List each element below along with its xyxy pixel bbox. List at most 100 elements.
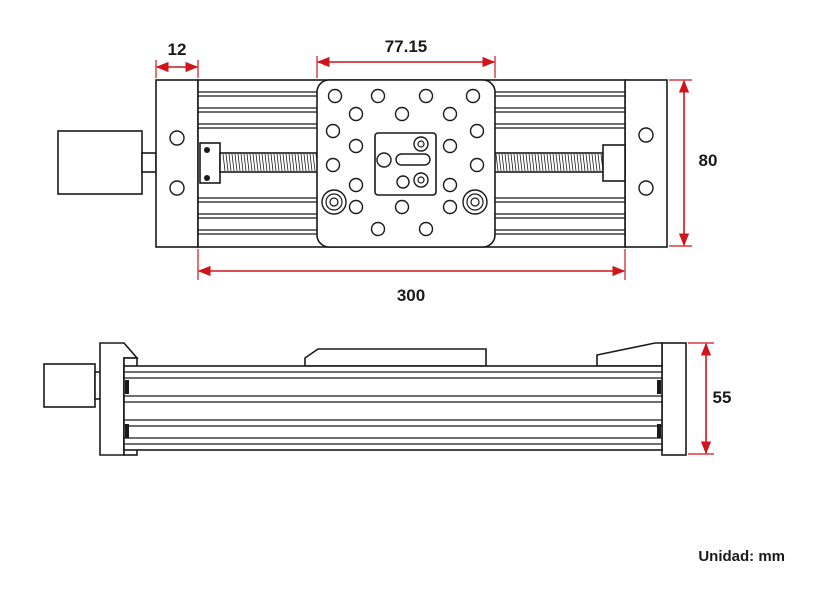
top-view: 12 77.15 80 300 — [57, 37, 718, 305]
thread-mark — [249, 153, 253, 172]
dimension-height-side: 55 — [688, 342, 732, 455]
dimension-text-55: 55 — [713, 388, 732, 407]
screw-bearing-left — [199, 142, 221, 184]
thread-mark — [573, 153, 577, 172]
thread-mark — [240, 153, 244, 172]
carriage-hole — [348, 199, 364, 215]
nut-mount-hole-inner — [417, 140, 425, 148]
dimension-text-77-15: 77.15 — [385, 37, 428, 56]
thread-mark — [519, 153, 523, 172]
thread-mark — [294, 153, 298, 172]
thread-mark — [237, 153, 241, 172]
carriage-hole — [370, 88, 386, 104]
thread-mark — [501, 153, 505, 172]
thread-mark — [564, 153, 568, 172]
thread-mark — [258, 153, 262, 172]
side-rail-lines — [124, 371, 662, 445]
carriage-hole — [370, 221, 386, 237]
carriage-hole — [394, 199, 410, 215]
thread-mark — [291, 153, 295, 172]
side-view: 55 — [43, 342, 732, 456]
bearing-dot-icon — [204, 175, 210, 181]
dimension-carriage-width: 77.15 — [316, 37, 496, 78]
thread-mark — [282, 153, 286, 172]
thread-mark — [246, 153, 250, 172]
thread-mark — [576, 153, 580, 172]
side-right-wedge — [596, 342, 663, 367]
thread-mark — [534, 153, 538, 172]
motor-shaft-coupler — [141, 152, 157, 173]
carriage-hole — [442, 177, 458, 193]
thread-mark — [567, 153, 571, 172]
thread-mark — [261, 153, 265, 172]
nut-mount-hole — [413, 172, 429, 188]
dimension-text-12: 12 — [168, 40, 187, 59]
thread-mark — [507, 153, 511, 172]
screw-bearing-right — [602, 144, 626, 182]
side-rail-body — [123, 365, 663, 451]
nut-mount-hole — [396, 175, 410, 189]
thread-mark — [279, 153, 283, 172]
thread-mark — [309, 153, 313, 172]
carriage-hole — [418, 88, 434, 104]
thread-mark — [495, 153, 499, 172]
dimension-text-80: 80 — [699, 151, 718, 170]
thread-mark — [537, 153, 541, 172]
unit-label: Unidad: mm — [698, 548, 785, 565]
thread-mark — [597, 153, 601, 172]
thread-mark — [540, 153, 544, 172]
thread-mark — [288, 153, 292, 172]
thread-mark — [549, 153, 553, 172]
carriage-hole — [325, 157, 341, 173]
thread-mark — [297, 153, 301, 172]
right-end-plate — [624, 79, 668, 248]
thread-mark — [255, 153, 259, 172]
dimension-text-300: 300 — [397, 286, 425, 305]
carriage-hole — [442, 138, 458, 154]
thread-mark — [558, 153, 562, 172]
carriage-hole — [348, 177, 364, 193]
thread-mark — [252, 153, 256, 172]
thread-mark — [504, 153, 508, 172]
thread-mark — [498, 153, 502, 172]
thread-mark — [570, 153, 574, 172]
thread-mark — [285, 153, 289, 172]
thread-mark — [528, 153, 532, 172]
thread-mark — [522, 153, 526, 172]
nut-slot — [395, 153, 431, 166]
nut-mount-hole — [413, 136, 429, 152]
thread-mark — [273, 153, 277, 172]
thread-mark — [582, 153, 586, 172]
left-end-plate-hole — [169, 130, 185, 146]
nut-mount-hole — [376, 152, 392, 168]
thread-mark — [513, 153, 517, 172]
thread-mark — [225, 153, 229, 172]
carriage-hole — [348, 138, 364, 154]
thread-mark — [579, 153, 583, 172]
thread-mark — [228, 153, 232, 172]
thread-mark — [594, 153, 598, 172]
dimension-rail-length: 300 — [197, 249, 626, 305]
carriage-holes — [325, 88, 485, 237]
carriage-hole — [469, 123, 485, 139]
carriage-hole — [418, 221, 434, 237]
thread-mark — [276, 153, 280, 172]
carriage-hole — [442, 199, 458, 215]
dimension-height-top: 80 — [669, 79, 718, 247]
thread-mark — [222, 153, 226, 172]
thread-mark — [267, 153, 271, 172]
left-end-plate-hole — [169, 180, 185, 196]
side-rail-slot-left — [125, 424, 129, 438]
side-rail-slot-left — [125, 380, 129, 394]
thread-mark — [243, 153, 247, 172]
thread-mark — [546, 153, 550, 172]
side-right-end-plate — [661, 342, 687, 456]
carriage-hole — [469, 157, 485, 173]
thread-mark — [552, 153, 556, 172]
thread-mark — [531, 153, 535, 172]
thread-mark — [264, 153, 268, 172]
bearing-dot-icon — [204, 147, 210, 153]
side-rail-slot-right — [657, 380, 661, 394]
carriage-hole — [325, 123, 341, 139]
